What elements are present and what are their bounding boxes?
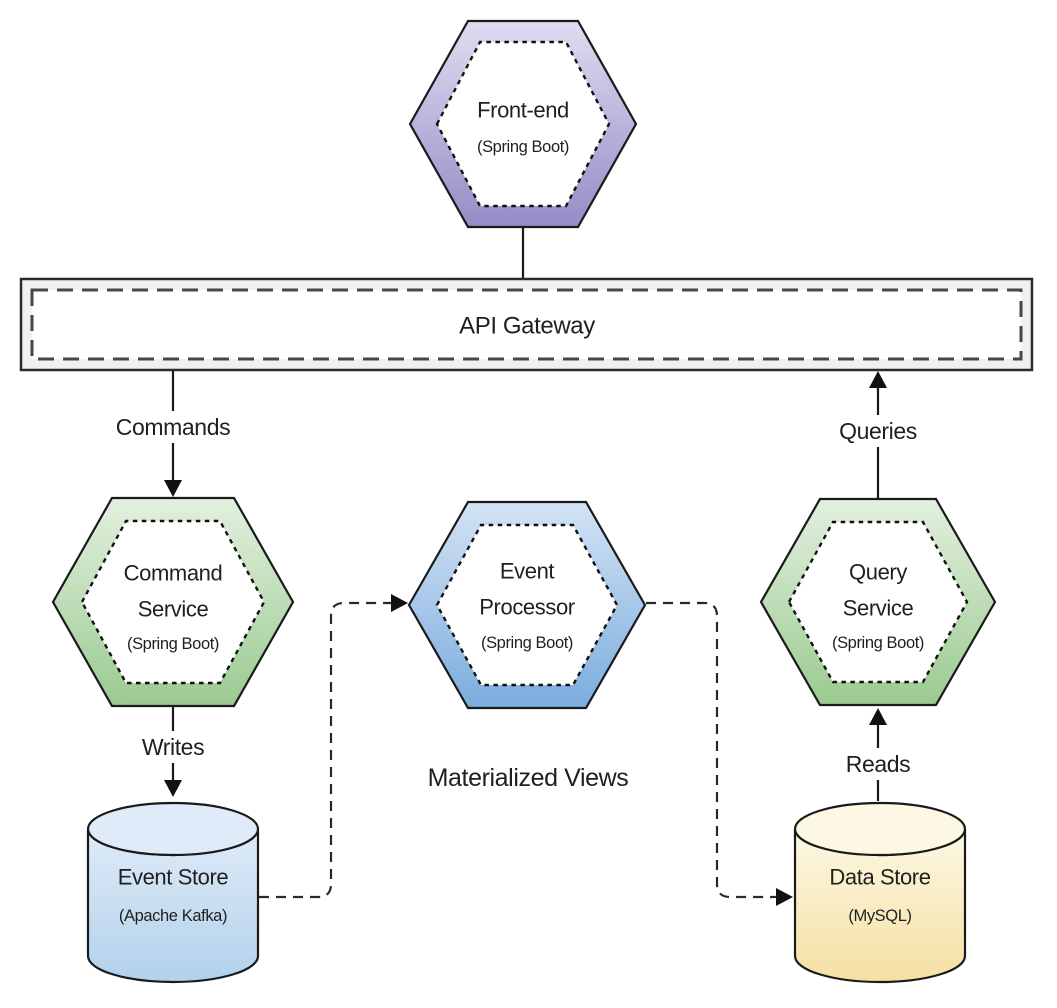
api-gateway-label: API Gateway — [459, 313, 595, 340]
arrowhead-writes-icon — [164, 780, 182, 797]
event-processor-label-line2: Processor — [479, 595, 575, 620]
command-service-inner-hexagon — [80, 519, 266, 685]
event-processor-node: Event Processor (Spring Boot) — [407, 500, 647, 710]
event-store-label: Event Store — [118, 865, 229, 890]
commands-label-bg — [113, 411, 233, 443]
query-service-label-line2: Service — [843, 596, 914, 621]
event-store-sublabel: (Apache Kafka) — [119, 907, 227, 925]
query-service-sublabel: (Spring Boot) — [832, 634, 924, 652]
data-store-sublabel: (MySQL) — [848, 907, 911, 925]
edge-labels: Commands Writes Queries Reads Materializ… — [113, 411, 920, 792]
arrowhead-reads-icon — [869, 708, 887, 725]
command-service-sublabel: (Spring Boot) — [127, 635, 219, 653]
query-service-inner-hexagon — [787, 520, 969, 684]
writes-label: Writes — [142, 734, 204, 760]
query-service-node: Query Service (Spring Boot) — [759, 497, 997, 707]
commands-label: Commands — [116, 414, 230, 440]
event-processor-inner-hexagon — [435, 523, 619, 687]
api-gateway-node: API Gateway — [19, 277, 1034, 372]
command-service-label-line1: Command — [124, 561, 223, 586]
data-store-label: Data Store — [829, 865, 930, 890]
queries-label-bg — [836, 415, 920, 447]
frontend-sublabel: (Spring Boot) — [477, 138, 569, 156]
command-service-label-line2: Service — [138, 597, 209, 622]
frontend-label: Front-end — [477, 98, 569, 123]
frontend-inner-hexagon — [435, 40, 611, 208]
reads-label-bg — [844, 748, 912, 780]
event-store-cylinder-top — [86, 801, 260, 857]
query-service-label-line1: Query — [849, 560, 907, 585]
event-processor-label-line1: Event — [500, 559, 555, 584]
arrowhead-eventstore-processor-icon — [391, 594, 408, 612]
arrowhead-processor-datastore-icon — [776, 888, 793, 906]
data-store-node: Data Store (MySQL) — [793, 801, 967, 984]
edge-processor-datastore — [646, 601, 776, 899]
data-store-cylinder-top — [793, 801, 967, 857]
materialized-views-label: Materialized Views — [428, 764, 629, 792]
api-gateway-inner-dashed-box — [30, 288, 1023, 361]
writes-label-bg — [135, 731, 211, 763]
event-store-node: Event Store (Apache Kafka) — [86, 801, 260, 984]
event-processor-sublabel: (Spring Boot) — [481, 634, 573, 652]
edge-eventstore-processor — [259, 601, 391, 899]
arrowhead-queries-icon — [869, 371, 887, 388]
frontend-node: Front-end (Spring Boot) — [408, 19, 638, 229]
command-service-node: Command Service (Spring Boot) — [51, 496, 295, 708]
arrowhead-commands-icon — [164, 480, 182, 497]
reads-label: Reads — [846, 751, 911, 777]
queries-label: Queries — [839, 418, 917, 444]
